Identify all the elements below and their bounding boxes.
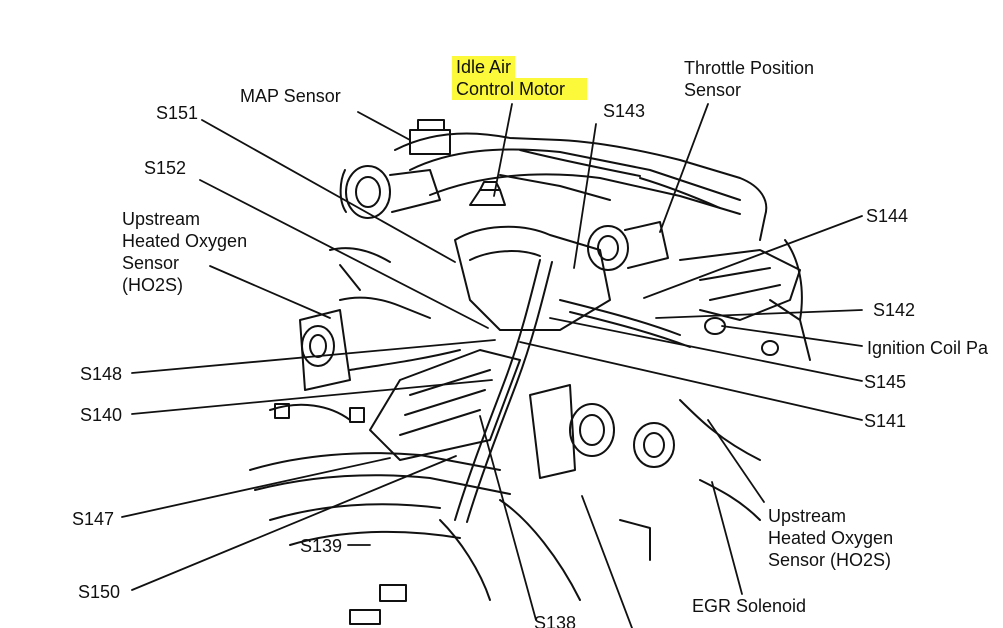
label-s151: S151 (156, 103, 199, 123)
label-ho2s-upstream-left: Upstream Heated Oxygen Sensor (HO2S) (122, 208, 247, 296)
leader-s150 (131, 455, 457, 591)
label-ho2s-right-line2: Heated Oxygen (768, 528, 894, 548)
label-ignition-coil-pack: Ignition Coil Pa (867, 338, 989, 358)
leader-s138b (581, 495, 633, 628)
leader-s147 (121, 457, 391, 518)
label-iac-line1: Idle Air (452, 56, 516, 78)
label-s142: S142 (873, 300, 916, 320)
label-s147: S147 (72, 509, 115, 529)
label-map-sensor: MAP Sensor (240, 86, 341, 106)
label-tps-line2: Sensor (684, 80, 742, 100)
leader-s144 (643, 215, 863, 299)
leader-s140 (131, 379, 493, 415)
label-s138: S138 (534, 613, 577, 628)
label-s139: S139 (300, 536, 343, 556)
leader-s145 (549, 317, 863, 382)
leader-lines (121, 103, 863, 628)
leader-s141 (519, 341, 863, 421)
label-ho2s-upstream-right: Upstream Heated Oxygen Sensor (HO2S) (768, 505, 893, 571)
label-s152: S152 (144, 158, 187, 178)
leader-s138 (479, 415, 537, 621)
label-throttle-position-sensor: Throttle Position Sensor (684, 57, 814, 101)
label-ho2s-left-line4: (HO2S) (122, 275, 184, 295)
label-ho2s-left-line3: Sensor (122, 253, 180, 273)
label-tps-line1: Throttle Position (684, 58, 815, 78)
label-ho2s-right-line1: Upstream (768, 506, 847, 526)
leader-egr (711, 481, 743, 595)
leader-tps (659, 103, 709, 233)
label-s150: S150 (78, 582, 121, 602)
leader-ho2s-right (707, 419, 765, 503)
label-s140: S140 (80, 405, 123, 425)
label-s148: S148 (80, 364, 123, 384)
engine-body-outline (249, 119, 811, 625)
label-ho2s-left-line2: Heated Oxygen (122, 231, 248, 251)
leader-map-sensor (357, 111, 411, 141)
label-egr-solenoid: EGR Solenoid (692, 596, 807, 616)
label-s143: S143 (603, 101, 646, 121)
label-s141: S141 (864, 411, 907, 431)
leader-s142 (655, 309, 863, 319)
label-iac-line2: Control Motor (452, 78, 588, 100)
leader-s151 (201, 119, 456, 263)
label-ho2s-right-line3: Sensor (HO2S) (768, 550, 892, 570)
label-s145: S145 (864, 372, 907, 392)
leader-ho2s-left (209, 265, 331, 319)
label-idle-air-control-motor: Idle Air Control Motor (452, 56, 588, 100)
leader-iac (493, 103, 513, 197)
leader-s143 (573, 123, 597, 269)
label-ho2s-left-line1: Upstream (122, 209, 201, 229)
leader-s152 (199, 179, 489, 329)
label-s144: S144 (866, 206, 909, 226)
leader-s148 (131, 339, 496, 374)
leader-ignition-coil (721, 325, 863, 347)
